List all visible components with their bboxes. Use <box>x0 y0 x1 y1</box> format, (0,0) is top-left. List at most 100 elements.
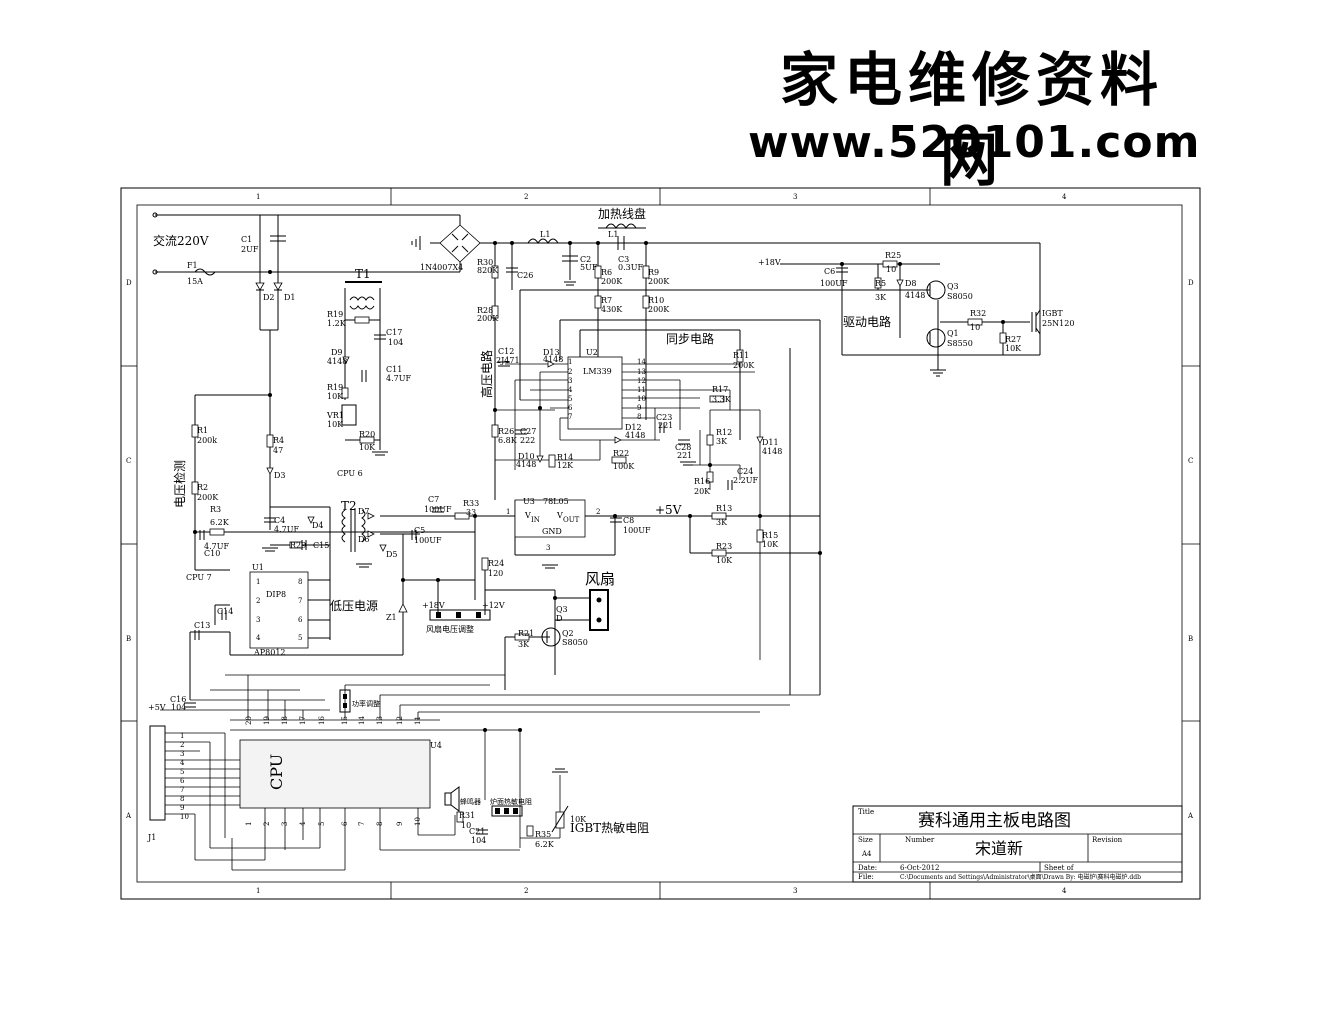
u1-pin-4: 4 <box>256 634 261 642</box>
r5-value: 3K <box>875 293 887 302</box>
r33-label: R33 <box>463 499 479 508</box>
r13-label: R13 <box>716 504 732 513</box>
c23-value: 221 <box>658 421 673 430</box>
q3-label: Q3 <box>947 282 959 291</box>
j1-pin-9: 9 <box>180 804 184 812</box>
r19b-value: 10K <box>327 392 344 401</box>
d11-value: 4148 <box>762 447 782 456</box>
r35-value: 6.2K <box>535 840 555 849</box>
u3-label: U3 <box>523 497 535 506</box>
r30-label: R30 <box>477 258 493 267</box>
r14-label: R14 <box>557 453 573 462</box>
fan-voltage-adjust-label: 风扇电压调整 <box>426 624 474 634</box>
gnd-label: GND <box>542 527 562 536</box>
frame-col-2-bottom: 2 <box>524 887 528 895</box>
cpu-pin-17: 17 <box>299 716 307 725</box>
c1-label: C1 <box>241 235 252 244</box>
cpu-pin-1: 1 <box>245 822 253 826</box>
u1-pin-8: 8 <box>298 578 302 586</box>
watermark-site-url: www.520101.com <box>748 117 1201 168</box>
d1-label: D1 <box>284 293 296 302</box>
voltage-detect-label: 电压检测 <box>172 460 187 508</box>
z1-label: Z1 <box>386 613 397 622</box>
r24-value: 120 <box>488 569 503 578</box>
f1-label: F1 <box>187 261 198 270</box>
cpu-pin-5: 5 <box>318 822 326 826</box>
u2-pin-2: 2 <box>568 368 572 376</box>
t1-label: T1 <box>355 267 371 281</box>
r25-value: 10 <box>886 265 896 274</box>
d4-label: D4 <box>312 521 324 530</box>
u1-pin-5: 5 <box>298 634 302 642</box>
u2-pin-7: 7 <box>568 413 572 421</box>
r21-value: 3K <box>518 640 530 649</box>
r31-label: R31 <box>459 811 475 820</box>
q2-value: S8050 <box>562 638 588 647</box>
d11-label: D11 <box>762 438 779 447</box>
vin-sub: IN <box>531 516 540 524</box>
u1-pin-7: 7 <box>298 597 302 605</box>
r4-label: R4 <box>273 436 284 445</box>
r20-label: R20 <box>359 430 375 439</box>
r25-label: R25 <box>885 251 901 260</box>
cpu-pin-19: 19 <box>263 716 271 725</box>
c5-label: C5 <box>414 526 425 535</box>
vout-sub: OUT <box>563 516 580 524</box>
r22-label: R22 <box>613 449 629 458</box>
c13-label: C13 <box>194 621 210 630</box>
plus5v-left-label: +5V <box>148 703 166 712</box>
c15-label: C15 <box>313 541 329 550</box>
r4-value: 47 <box>273 446 283 455</box>
r2-label: R2 <box>197 483 208 492</box>
buzzer-label: 蜂鸣器 <box>460 797 481 806</box>
c8-label: C8 <box>623 516 634 525</box>
wiring <box>152 212 1041 871</box>
u2-part: LM339 <box>583 367 612 376</box>
d8-value: 4148 <box>905 291 925 300</box>
igbt-label: IGBT <box>1042 309 1063 318</box>
d13-label: D13 <box>543 348 560 357</box>
cpu-pin-18: 18 <box>281 716 289 725</box>
j1-pin-8: 8 <box>180 795 184 803</box>
frame-row-b-right: B <box>1188 635 1193 643</box>
c16-label: C16 <box>170 695 186 704</box>
r21-label: R21 <box>518 629 534 638</box>
r33-value: 33 <box>466 508 476 517</box>
c4-label: C4 <box>274 516 285 525</box>
component-symbols <box>149 223 1041 837</box>
r7-value: 430K <box>601 305 623 314</box>
r5-label: R5 <box>875 279 886 288</box>
ac-input-label: 交流220V <box>153 233 209 248</box>
title-block-number-label: Number <box>905 836 935 844</box>
r32-label: R32 <box>970 309 986 318</box>
c27-value: 222 <box>520 436 535 445</box>
d10-value: 4148 <box>516 460 536 469</box>
igbt-value: 25N120 <box>1042 319 1074 328</box>
fan-d-label: D <box>556 614 562 623</box>
c28-label: C28 <box>675 443 691 452</box>
drawing-frame: 1 2 3 4 1 2 3 4 D C B A D C B A <box>120 187 1201 900</box>
d10-label: D10 <box>518 452 535 461</box>
u2-pin-13: 13 <box>637 368 646 376</box>
r32-value: 10 <box>970 323 980 332</box>
u2-pin-3: 3 <box>568 377 572 385</box>
title-block-date: 6-Oct-2012 <box>900 864 939 872</box>
u4-label: U4 <box>430 741 442 750</box>
vr1-label: VR1 <box>326 411 344 420</box>
u2-pin-9: 9 <box>637 404 641 412</box>
r19a-label: R19 <box>327 310 343 319</box>
cpu-pin-12: 12 <box>396 716 404 725</box>
frame-col-3-bottom: 3 <box>793 887 797 895</box>
cpu-pin-2: 2 <box>263 822 271 826</box>
frame-row-d-right: D <box>1188 279 1194 287</box>
u2-pin-11: 11 <box>637 386 646 394</box>
frame-row-c-left: C <box>126 457 131 465</box>
r30-value: 820K <box>477 266 499 275</box>
c7-label: C7 <box>428 495 439 504</box>
c28-value: 221 <box>677 451 692 460</box>
u2-pin-6: 6 <box>568 404 573 412</box>
d12-value: 4148 <box>625 431 645 440</box>
c12-value: 2J471 <box>496 356 520 365</box>
q2-label: Q2 <box>562 629 574 638</box>
r31-value: 10 <box>461 821 471 830</box>
